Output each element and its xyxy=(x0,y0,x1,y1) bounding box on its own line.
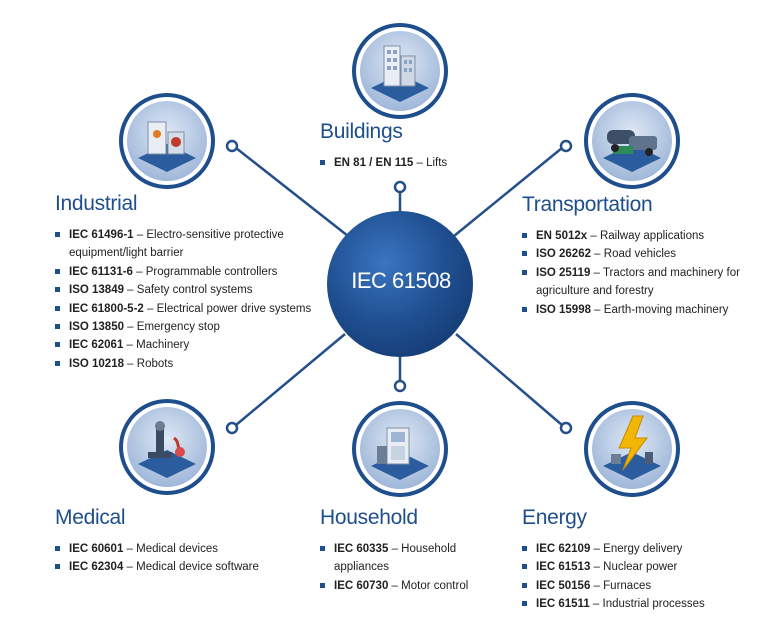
medical-icon xyxy=(118,398,216,496)
list-item: IEC 62304 – Medical device software xyxy=(55,558,295,576)
list-item: ISO 10218 – Robots xyxy=(55,355,325,373)
list-item: IEC 50156 – Furnaces xyxy=(522,577,742,595)
node-medical xyxy=(225,421,239,435)
sector-title-industrial: Industrial xyxy=(55,192,138,215)
list-item: IEC 60730 – Motor control xyxy=(320,577,500,595)
sector-industrial: Industrial IEC 61496-1 – Electro-sensiti… xyxy=(55,192,325,373)
node-buildings xyxy=(393,180,407,194)
sector-buildings: Buildings EN 81 / EN 115 – Lifts xyxy=(320,120,447,172)
end-nodes xyxy=(225,139,573,435)
sector-title-energy: Energy xyxy=(522,506,587,529)
line-industrial xyxy=(235,147,349,237)
line-medical xyxy=(235,333,346,426)
list-item: IEC 61131-6 – Programmable controllers xyxy=(55,263,325,281)
list-item: IEC 61800-5-2 – Electrical power drive s… xyxy=(55,300,325,318)
sector-title-medical: Medical xyxy=(55,506,126,529)
list-item: IEC 61513 – Nuclear power xyxy=(522,558,742,576)
node-household xyxy=(393,379,407,393)
hub-label: IEC 61508 xyxy=(351,268,451,293)
sector-medical: Medical IEC 60601 – Medical devices IEC … xyxy=(55,506,295,577)
household-icon xyxy=(351,400,449,498)
list-item: ISO 15998 – Earth-moving machinery xyxy=(522,301,757,319)
sector-energy: Energy IEC 62109 – Energy delivery IEC 6… xyxy=(522,506,742,614)
connector-lines xyxy=(235,147,563,426)
hub-circle xyxy=(327,211,473,357)
standards-list-energy: IEC 62109 – Energy delivery IEC 61513 – … xyxy=(522,540,742,614)
sector-title-household: Household xyxy=(320,506,418,529)
node-transportation xyxy=(559,139,573,153)
list-item: IEC 62109 – Energy delivery xyxy=(522,540,742,558)
list-item: ISO 13850 – Emergency stop xyxy=(55,318,325,336)
list-item: IEC 60601 – Medical devices xyxy=(55,540,295,558)
industrial-icon xyxy=(118,92,216,190)
list-item: EN 81 / EN 115 – Lifts xyxy=(320,154,447,172)
sector-title-transportation: Transportation xyxy=(522,193,653,216)
sector-transportation: Transportation EN 5012x – Railway applic… xyxy=(522,193,757,319)
standards-list-buildings: EN 81 / EN 115 – Lifts xyxy=(320,154,447,172)
node-energy xyxy=(559,421,573,435)
transportation-icon xyxy=(583,92,681,190)
standards-list-industrial: IEC 61496-1 – Electro-sensitive protecti… xyxy=(55,226,325,373)
energy-icon xyxy=(583,400,681,498)
standards-list-medical: IEC 60601 – Medical devices IEC 62304 – … xyxy=(55,540,295,577)
list-item: IEC 61496-1 – Electro-sensitive protecti… xyxy=(55,226,325,263)
standards-list-transportation: EN 5012x – Railway applications ISO 2626… xyxy=(522,227,757,319)
list-item: ISO 26262 – Road vehicles xyxy=(522,245,757,263)
list-item: EN 5012x – Railway applications xyxy=(522,227,757,245)
list-item: ISO 13849 – Safety control systems xyxy=(55,281,325,299)
line-transportation xyxy=(453,147,563,237)
node-industrial xyxy=(225,139,239,153)
buildings-icon xyxy=(351,22,449,120)
list-item: IEC 61511 – Industrial processes xyxy=(522,595,742,613)
list-item: IEC 62061 – Machinery xyxy=(55,336,325,354)
line-energy xyxy=(455,333,563,426)
sector-title-buildings: Buildings xyxy=(320,120,403,143)
